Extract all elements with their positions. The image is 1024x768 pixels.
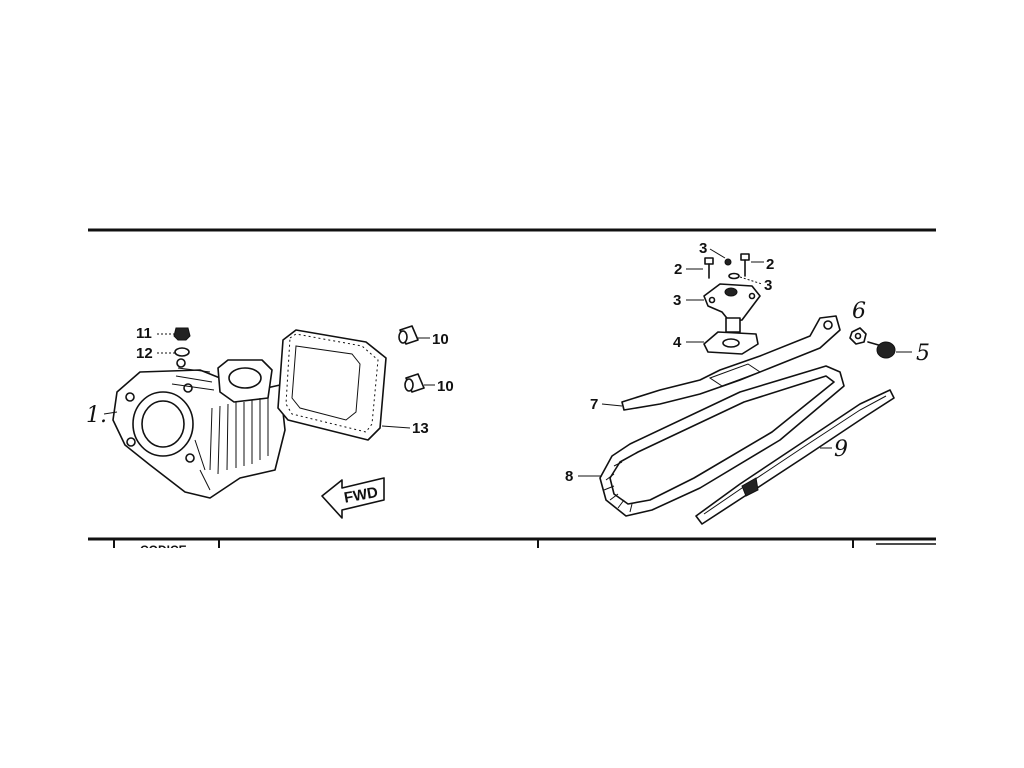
part-2-bolt-left — [704, 257, 714, 279]
part-10-dowel-lower — [404, 373, 425, 393]
label-part-10-upper: 10 — [432, 331, 449, 348]
label-part-6: 6 — [852, 299, 866, 324]
part-10-dowel-upper — [398, 325, 419, 345]
part-3-tensioner — [703, 283, 761, 333]
label-part-9: 9 — [834, 437, 848, 462]
part-2-bolt-right — [740, 253, 750, 277]
label-part-11: 11 — [136, 325, 152, 342]
part-4-gasket — [703, 331, 759, 355]
part-5-bolt — [867, 341, 896, 359]
label-part-8: 8 — [565, 468, 573, 485]
label-part-7: 7 — [590, 396, 598, 413]
part-12-washer — [174, 347, 190, 357]
part-11-bolt — [173, 327, 191, 341]
fwd-arrow: FWD — [321, 477, 385, 519]
label-part-5: 5 — [916, 341, 930, 366]
cylinder-block — [112, 359, 286, 499]
part-8-timing-chain — [599, 365, 845, 517]
label-part-2-left: 2 — [674, 261, 682, 278]
part-7-tensioner-guide — [621, 315, 841, 411]
part-13-gasket — [277, 329, 387, 441]
label-part-3-left: 3 — [673, 292, 681, 309]
fwd-label: FWD — [343, 484, 380, 507]
label-part-1: 1. — [86, 403, 107, 428]
part-6-washer — [849, 327, 867, 345]
label-part-3-top: 3 — [699, 240, 707, 257]
label-part-12: 12 — [136, 345, 153, 362]
label-part-13: 13 — [412, 420, 429, 437]
part-9-chain-guide — [695, 389, 895, 525]
label-part-3-right: 3 — [764, 277, 772, 294]
label-part-10-lower: 10 — [437, 378, 454, 395]
table-header-code: CODICE — [140, 543, 187, 557]
label-part-4: 4 — [673, 334, 682, 351]
label-part-2-right: 2 — [766, 256, 774, 273]
